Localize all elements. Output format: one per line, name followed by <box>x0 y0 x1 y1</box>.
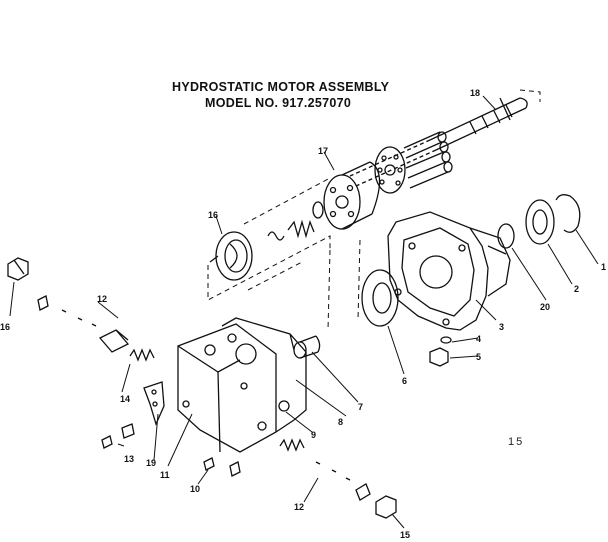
callout-9: 9 <box>311 430 316 440</box>
callout-19: 19 <box>146 458 156 468</box>
callout-11: 11 <box>160 470 170 480</box>
hex-plug-part-16 <box>7 257 29 281</box>
seal-washer-part-6 <box>361 269 399 327</box>
callout-labels: 1 2 3 4 5 6 7 8 9 10 11 12 12 13 14 15 1… <box>0 88 606 540</box>
callout-7: 7 <box>358 402 363 412</box>
callout-5: 5 <box>476 352 481 362</box>
leader-lines <box>9 95 599 529</box>
callout-1: 1 <box>601 262 606 272</box>
valve-cartridge-part-12-upper <box>37 295 130 353</box>
diagram-title: HYDROSTATIC MOTOR ASSEMBLY <box>172 80 390 94</box>
bearing-part-2 <box>525 199 555 245</box>
callout-4: 4 <box>476 334 481 344</box>
callout-2: 2 <box>574 284 579 294</box>
callout-8: 8 <box>338 417 343 427</box>
callout-12-upper: 12 <box>97 294 107 304</box>
callout-16-left: 16 <box>0 322 10 332</box>
callout-14: 14 <box>120 394 130 404</box>
callout-20: 20 <box>540 302 550 312</box>
callout-13: 13 <box>124 454 134 464</box>
assembly-guide-lines <box>207 89 541 331</box>
center-section-part-11 <box>177 323 277 453</box>
bracket-part-19 <box>143 381 165 426</box>
o-ring-part-4 <box>440 336 452 344</box>
piston-block-part-17 <box>323 131 453 230</box>
callout-17: 17 <box>318 146 328 156</box>
coupler-part-7 <box>293 335 321 359</box>
fittings-part-13 <box>101 423 135 449</box>
callout-16-upper: 16 <box>208 210 218 220</box>
callout-18: 18 <box>470 88 480 98</box>
shaft-part-18 <box>349 97 528 187</box>
retaining-ring-part-20 <box>497 223 515 249</box>
motor-housing-part-3 <box>387 211 511 331</box>
model-number: MODEL NO. 917.257070 <box>205 96 352 110</box>
screws-part-10 <box>203 457 241 477</box>
spring-assembly <box>267 201 324 241</box>
spring-part-14 <box>129 348 155 362</box>
callout-10: 10 <box>190 484 200 494</box>
plug-part-5 <box>429 347 449 367</box>
callout-6: 6 <box>402 376 407 386</box>
valve-cartridge-part-12-lower <box>279 438 371 501</box>
snap-ring-part-1 <box>555 194 581 233</box>
callout-3: 3 <box>499 322 504 332</box>
page-number: 15 <box>508 436 525 448</box>
callout-15: 15 <box>400 530 410 540</box>
callout-12-lower: 12 <box>294 502 304 512</box>
swash-plate-part-16 <box>209 231 253 281</box>
hex-plug-part-15 <box>375 495 397 519</box>
